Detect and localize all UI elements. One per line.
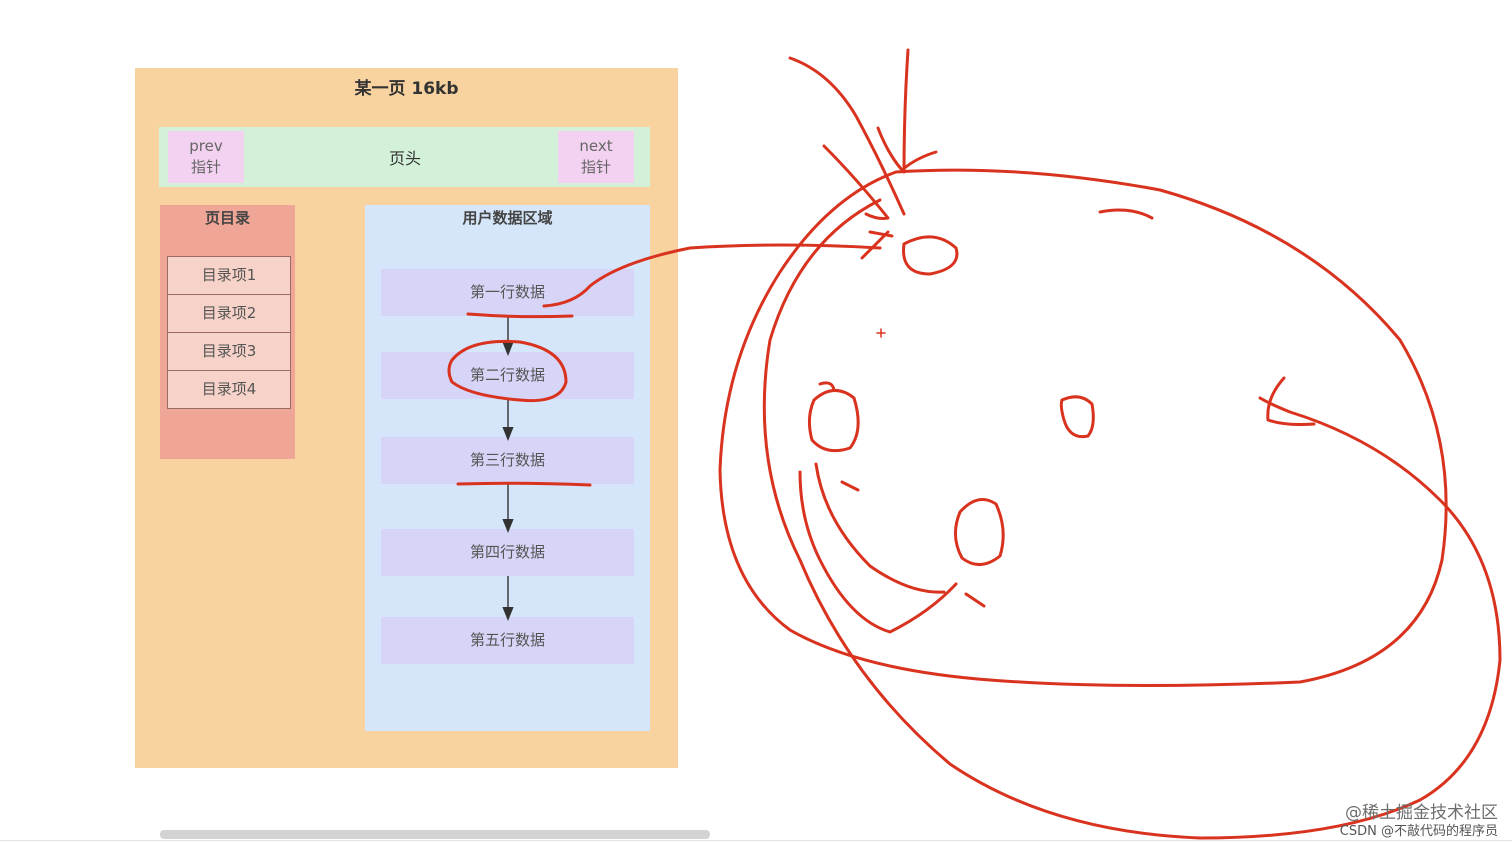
next-pointer-line2: 指针 [580,158,611,176]
bottom-divider [0,840,1512,841]
page-directory-title: 页目录 [204,209,250,227]
directory-item-3: 目录项3 [167,332,291,371]
data-row-3: 第三行数据 [381,437,634,484]
page-header-label: 页头 [388,149,421,168]
directory-item-4: 目录项4 [167,370,291,409]
prev-pointer: prev 指针 [168,131,244,183]
pen-stroke-1 [788,56,906,216]
next-pointer: next 指针 [558,131,634,183]
ear-right [1266,376,1316,426]
pen-stroke-2 [902,48,910,174]
chin-stroke-1 [964,592,986,608]
page-title: 某一页 16kb [354,79,459,99]
chin-stroke-2 [840,480,860,492]
data-row-4: 第四行数据 [381,529,634,576]
arrowhead-top [860,230,894,260]
outer-loop [762,198,1502,840]
face-outline [718,168,1448,688]
data-row-1: 第一行数据 [381,269,634,316]
pen-stroke-3 [876,126,938,172]
mouth [954,498,1005,566]
pen-stroke-4 [822,144,890,220]
eye-left [902,235,959,276]
user-data-area-title: 用户数据区域 [462,209,553,227]
watermark-csdn: CSDN @不敲代码的程序员 [1339,824,1498,839]
cheek-left [807,389,860,453]
data-row-2: 第二行数据 [381,352,634,399]
underline-row-1 [466,312,574,319]
horizontal-scrollbar[interactable] [160,830,710,839]
next-pointer-line1: next [579,137,613,155]
underline-row-3 [456,481,592,487]
prev-pointer-line2: 指针 [190,158,221,176]
circle-row-2 [447,339,568,403]
hair-stroke [1098,208,1154,220]
watermark-juejin: @稀土掘金技术社区 [1345,803,1498,823]
ear-left [818,381,836,392]
prev-pointer-line1: prev [189,137,223,155]
lower-curve [798,470,958,634]
inner-curve [814,462,946,594]
data-row-5: 第五行数据 [381,617,634,664]
link-line [542,243,882,308]
nose [1059,395,1095,439]
